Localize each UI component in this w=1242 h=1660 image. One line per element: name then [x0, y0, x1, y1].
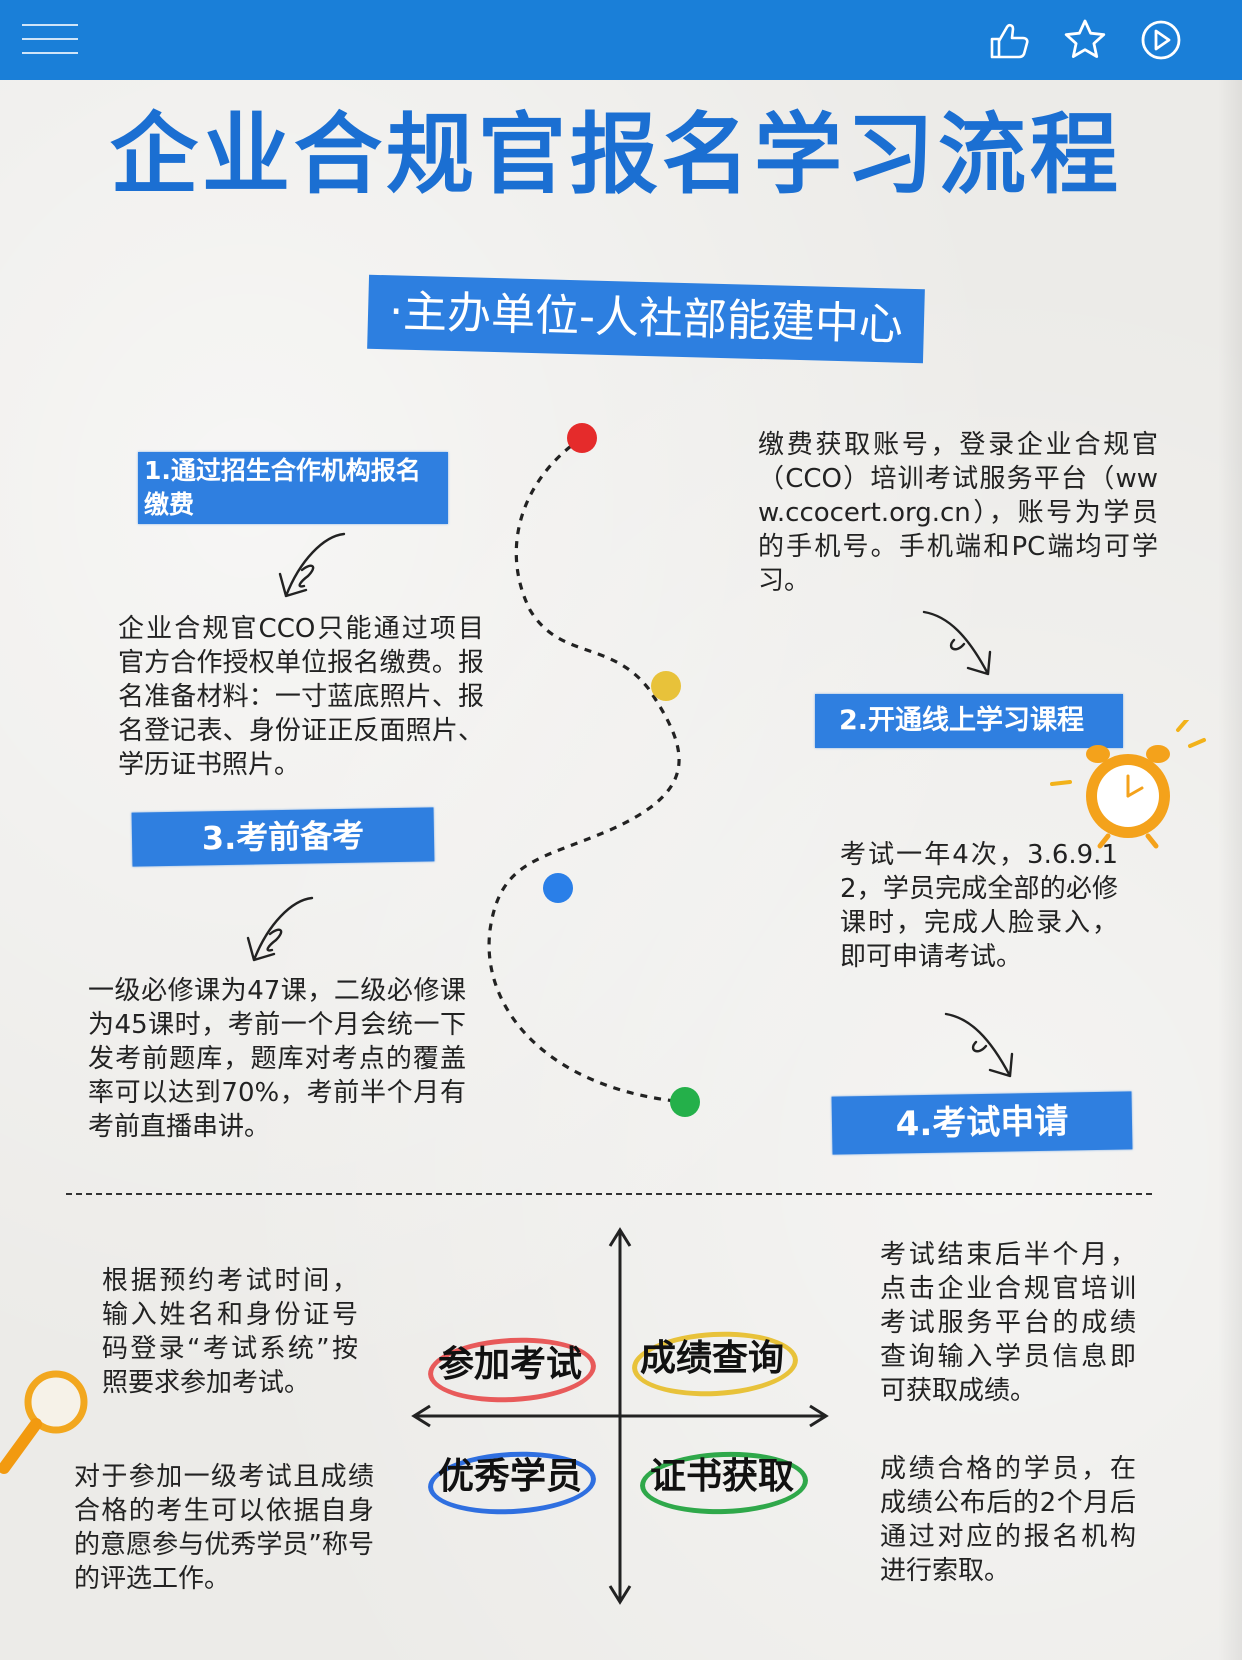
page-title: 企业合规官报名学习流程 [110, 103, 1123, 206]
menu-icon[interactable] [22, 22, 78, 56]
quadrant-axes [411, 1227, 829, 1605]
arrow-icon [246, 896, 314, 962]
top-bar [0, 0, 1242, 80]
quadrant-excellent-text: 对于参加一级考试且成绩合格的考生可以依据自身的意愿参与优秀学员”称号的评选工作。 [74, 1462, 374, 1594]
quadrant-exam: 参加考试 [437, 1344, 582, 1385]
alarm-clock-icon [1050, 720, 1206, 849]
arrow-icon [278, 532, 346, 598]
step-1-label: 1.通过招生合作机构报名缴费 [138, 452, 448, 524]
quadrant-certificate: 证书获取 [649, 1456, 794, 1497]
step-3-text: 一级必修课为47课，二级必修课为45课时，考前一个月会统一下发考前题库，题库对考… [88, 976, 466, 1142]
organizer-banner: ·主办单位-人社部能建中心 [367, 274, 925, 364]
step-4-label: 4.考试申请 [831, 1091, 1133, 1155]
path-dot-blue [543, 873, 573, 903]
path-dot-yellow [651, 671, 681, 701]
section-divider [66, 1193, 1152, 1195]
quadrant-certificate-text: 成绩合格的学员，在成绩公布后的2个月后通过对应的报名机构进行索取。 [880, 1454, 1136, 1586]
quadrant-score-text: 考试结束后半个月，点击企业合规官培训考试服务平台的成绩查询输入学员信息即可获取成… [880, 1240, 1136, 1406]
step-2-label: 2.开通线上学习课程 [815, 694, 1123, 748]
step-3-label: 3.考前备考 [131, 807, 435, 867]
path-dot-red [567, 423, 597, 453]
arrow-icon [922, 610, 992, 676]
step-4-text: 考试一年4次，3.6.9.12，学员完成全部的必修课时，完成人脸录入，即可申请考… [840, 840, 1118, 972]
magnifier-icon [0, 1370, 88, 1474]
arrow-icon [944, 1012, 1014, 1078]
page-edge-shadow [1218, 80, 1242, 1660]
quadrant-excellent: 优秀学员 [437, 1456, 582, 1497]
step-1-text: 企业合规官CCO只能通过项目官方合作授权单位报名缴费。报名准备材料：一寸蓝底照片… [118, 614, 484, 780]
step-2-text: 缴费获取账号，登录企业合规官（CCO）培训考试服务平台（www.ccocert.… [758, 430, 1158, 596]
play-icon[interactable] [1138, 17, 1184, 63]
thumbs-up-icon[interactable] [986, 17, 1032, 63]
quadrant-exam-text: 根据预约考试时间，输入姓名和身份证号码登录“考试系统”按照要求参加考试。 [102, 1266, 358, 1398]
quadrant-score: 成绩查询 [639, 1338, 784, 1379]
path-dot-green [670, 1087, 700, 1117]
process-path [487, 423, 700, 1117]
star-icon[interactable] [1062, 17, 1108, 63]
